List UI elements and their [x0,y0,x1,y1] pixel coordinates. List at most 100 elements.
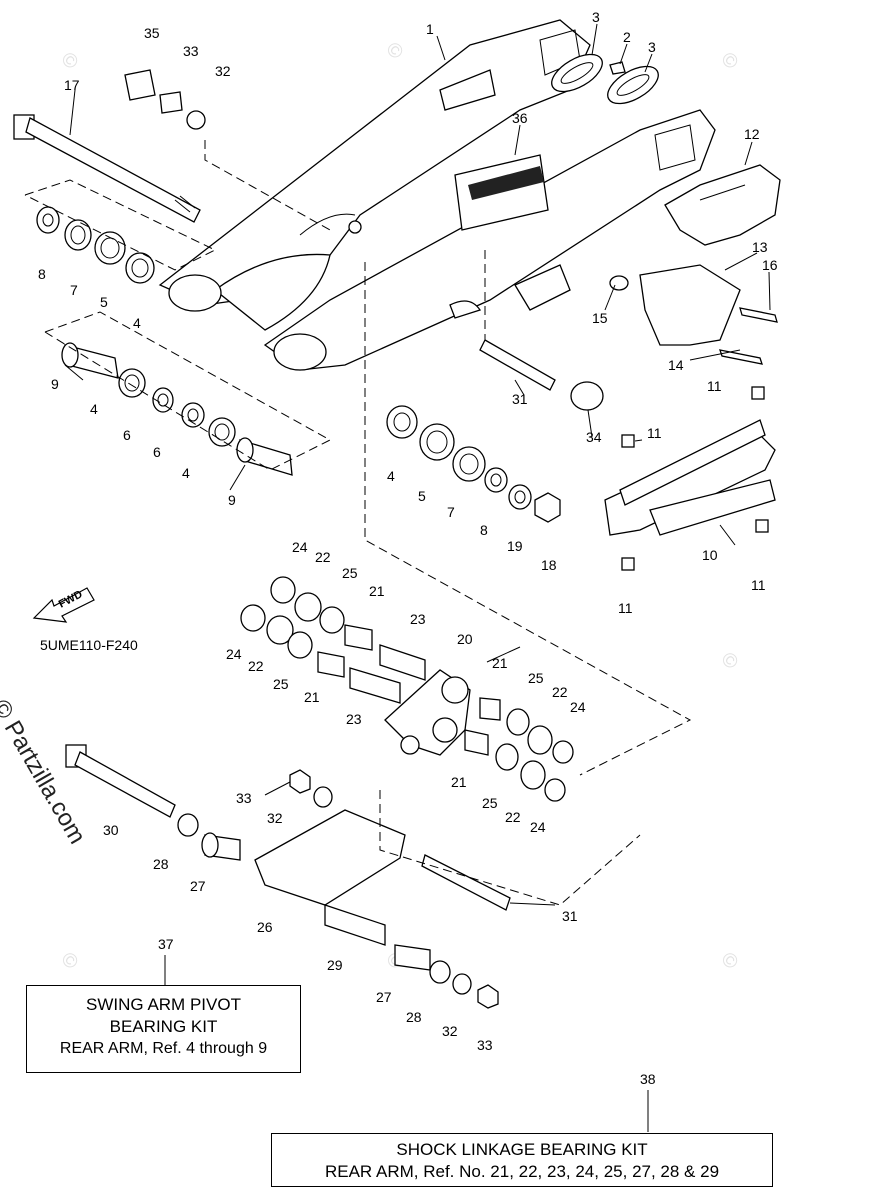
callout-5a: 5 [100,294,108,310]
callout-9a: 9 [51,376,59,392]
callout-27b: 27 [376,989,392,1005]
callout-32b: 32 [267,810,283,826]
callout-4b: 4 [90,401,98,417]
callout-8a: 8 [38,266,46,282]
callout-6a: 6 [123,427,131,443]
callout-37: 37 [158,936,174,952]
swing-arm-kit-subtitle: BEARING KIT [109,1017,218,1036]
callout-24b: 24 [226,646,242,662]
callout-21a: 21 [369,583,385,599]
swing-arm-kit-title: SWING ARM PIVOT [86,995,241,1014]
callout-11d: 11 [618,600,633,616]
callout-10: 10 [702,547,718,563]
callout-25b: 25 [273,676,289,692]
callout-23b: 23 [346,711,362,727]
callout-27a: 27 [190,878,206,894]
callout-32c: 32 [442,1023,458,1039]
callout-19: 19 [507,538,523,554]
pivot-shaft-17 [13,114,201,223]
callout-22a: 22 [315,549,331,565]
callout-33c: 33 [477,1037,493,1053]
fwd-arrow-icon: FWD [32,587,95,623]
svg-text:©: © [716,948,742,974]
callout-21b: 21 [304,689,320,705]
callout-11b: 11 [647,425,662,441]
svg-text:©: © [716,48,742,74]
callout-28a: 28 [153,856,169,872]
linkage-bearing-parts [240,576,574,802]
diagram-code: 5UME110-F240 [40,637,138,653]
callout-20: 20 [457,631,473,647]
callout-24a: 24 [292,539,308,555]
shock-linkage-kit-box: SHOCK LINKAGE BEARING KIT REAR ARM, Ref.… [271,1133,773,1187]
svg-text:©: © [381,38,407,64]
callout-4d: 4 [387,468,395,484]
svg-text:©: © [56,948,82,974]
callout-2: 2 [623,29,631,45]
shock-linkage-kit-refs: REAR ARM, Ref. No. 21, 22, 23, 24, 25, 2… [324,1162,720,1181]
callout-22d: 22 [505,809,521,825]
chain-slider [604,386,776,571]
callout-34: 34 [586,429,602,445]
callout-33a: 33 [183,43,199,59]
guide-lines [24,140,692,906]
callout-5b: 5 [418,488,426,504]
callout-33b: 33 [236,790,252,806]
chain-adjusters [551,53,659,105]
callout-29: 29 [327,957,343,973]
callout-13: 13 [752,239,768,255]
callout-3a: 3 [592,9,600,25]
callout-12: 12 [744,126,760,142]
callout-11a: 11 [707,378,722,394]
swingarm [158,19,716,371]
callout-1: 1 [426,21,434,37]
callout-4c: 4 [182,465,190,481]
right-pivot-parts [386,339,604,523]
callout-11c: 11 [751,577,766,593]
callout-31b: 31 [562,908,578,924]
callout-31a: 31 [512,391,528,407]
callout-16: 16 [762,257,778,273]
callout-8b: 8 [480,522,488,538]
callout-9b: 9 [228,492,236,508]
callout-7a: 7 [70,282,78,298]
callout-18: 18 [541,557,557,573]
callout-26: 26 [257,919,273,935]
swing-arm-kit-refs: REAR ARM, Ref. 4 through 9 [59,1040,268,1057]
callout-4a: 4 [133,315,141,331]
leader-lines [64,23,771,1132]
pivot-bearing-parts [36,69,293,476]
callout-36: 36 [512,110,528,126]
callout-15: 15 [592,310,608,326]
callout-32a: 32 [215,63,231,79]
lower-linkage [65,744,511,1009]
decal-36 [454,154,549,231]
callout-24d: 24 [530,819,546,835]
callout-38: 38 [640,1071,656,1087]
callout-3b: 3 [648,39,656,55]
callout-17: 17 [64,77,80,93]
callout-25d: 25 [482,795,498,811]
callout-22c: 22 [552,684,568,700]
callout-25c: 25 [528,670,544,686]
chain-guide-parts [609,164,781,365]
swing-arm-kit-box: SWING ARM PIVOT BEARING KIT REAR ARM, Re… [26,985,301,1073]
callout-21c: 21 [492,655,508,671]
svg-text:©: © [716,648,742,674]
callout-24c: 24 [570,699,586,715]
relay-arm-20 [384,669,471,756]
callout-14: 14 [668,357,684,373]
callout-7b: 7 [447,504,455,520]
callout-22b: 22 [248,658,264,674]
callout-35: 35 [144,25,160,41]
svg-text:©: © [56,48,82,74]
callout-21d: 21 [451,774,467,790]
shock-linkage-kit-title: SHOCK LINKAGE BEARING KIT [396,1140,648,1159]
callout-25a: 25 [342,565,358,581]
callout-23a: 23 [410,611,426,627]
callout-6b: 6 [153,444,161,460]
callout-28b: 28 [406,1009,422,1025]
callout-labels: 1 2 3 3 35 33 32 17 36 12 13 16 15 14 8 … [38,9,778,1087]
callout-30: 30 [103,822,119,838]
